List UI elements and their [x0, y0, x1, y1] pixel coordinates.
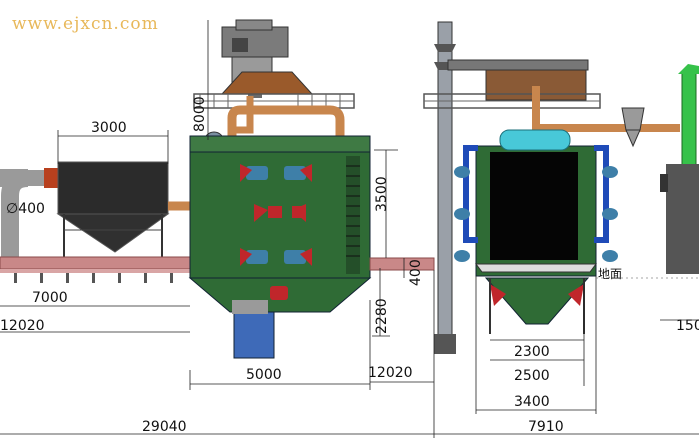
roller-conveyor-right	[369, 257, 435, 271]
dim-29040: 29040	[142, 419, 187, 435]
feed-hopper	[56, 161, 170, 258]
watermark: www.ejxcn.com	[12, 14, 159, 34]
dust-pipe	[0, 168, 58, 262]
roller-conveyor-left	[0, 256, 191, 283]
dust-collector	[660, 64, 699, 274]
dim-150: 150	[676, 318, 699, 334]
dim-12020-left: 12020	[0, 318, 45, 334]
dim-400-right: 400	[408, 259, 424, 286]
dim-3500: 3500	[374, 176, 390, 212]
bucket-elevator-column	[434, 21, 589, 354]
dim-12020-mid: 12020	[368, 365, 413, 381]
dim-2500: 2500	[514, 368, 550, 384]
dim-pipe-diameter: ∅400	[6, 201, 45, 217]
dim-2300: 2300	[514, 344, 550, 360]
ground-label: 地面	[598, 267, 622, 281]
separator-roof	[193, 71, 355, 109]
dim-5000: 5000	[246, 367, 282, 383]
dim-8000: 8000	[192, 96, 208, 132]
dim-7910: 7910	[528, 419, 564, 435]
dimension-lines	[0, 20, 699, 438]
dim-3400: 3400	[514, 394, 550, 410]
blast-motors	[240, 164, 312, 300]
dim-2280: 2280	[374, 298, 390, 334]
front-separator	[423, 69, 680, 148]
dim-3000: 3000	[91, 120, 127, 136]
main-cabinet	[188, 135, 372, 359]
front-cabinet	[454, 129, 618, 334]
dim-7000: 7000	[32, 290, 68, 306]
